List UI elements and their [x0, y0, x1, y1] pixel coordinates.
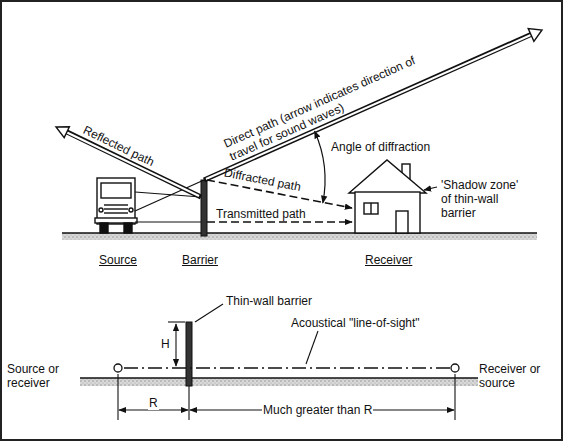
callout-label: Acoustical "line-of-sight"	[290, 316, 421, 330]
house-receiver	[370, 203, 371, 214]
point-label: Source or receiver	[6, 362, 80, 390]
house-receiver	[349, 160, 426, 193]
dimension-label: R	[148, 396, 159, 410]
source-rays	[135, 180, 204, 222]
truck-source	[100, 223, 108, 233]
ground	[62, 233, 537, 240]
truck-source	[129, 208, 133, 212]
truck-source	[97, 178, 135, 224]
direct-path-arrow	[204, 34, 532, 180]
part-name: Barrier	[181, 253, 219, 267]
leader-line	[195, 304, 318, 364]
truck-source	[101, 183, 131, 198]
ground	[62, 232, 537, 234]
ground	[62, 378, 550, 386]
callout-label: Thin-wall barrier	[225, 294, 313, 308]
zone-note: 'Shadow zone' of thin-wall barrier	[440, 178, 524, 220]
diffraction-angle-arc	[315, 131, 325, 203]
transmitted-path-line	[207, 221, 352, 223]
truck-source	[95, 178, 137, 233]
barrier	[201, 180, 207, 236]
truck-source	[95, 218, 137, 223]
house-receiver	[355, 192, 420, 233]
distance-dimension	[118, 374, 455, 420]
dimension-label: H	[160, 337, 171, 351]
part-name: Receiver	[364, 253, 413, 267]
height-dimension	[175, 324, 176, 366]
distance-dimension	[188, 386, 189, 420]
receiver-point	[451, 364, 459, 372]
reflected-path-arrow	[56, 127, 201, 197]
direct-path-arrow	[206, 34, 533, 179]
leader-line	[195, 304, 223, 322]
truck-source	[104, 212, 128, 213]
shadow-zone-leader	[424, 187, 437, 190]
direct-path-arrow	[528, 29, 542, 42]
ground	[62, 233, 537, 240]
source-rays	[135, 221, 201, 222]
truck-source	[104, 204, 128, 205]
source-point	[114, 364, 122, 372]
truck-source	[124, 223, 132, 233]
truck-source	[104, 208, 128, 209]
thin-wall-barrier	[186, 322, 192, 386]
house-receiver	[364, 203, 378, 214]
reflected-path-arrow	[56, 127, 69, 138]
path-label: Diffracted path	[222, 165, 303, 194]
point-label: Receiver or source	[478, 362, 556, 390]
distance-dimension	[117, 374, 118, 420]
ground	[62, 378, 550, 386]
ground	[62, 377, 550, 379]
distance-dimension	[454, 374, 455, 420]
angle-label: Angle of diffraction	[330, 140, 431, 154]
reflected-path-arrow	[66, 132, 199, 196]
truck-source	[99, 208, 103, 212]
direct-path-arrow	[204, 29, 542, 181]
reflected-path-arrow	[67, 132, 201, 197]
leader-line	[306, 331, 318, 364]
house-receiver	[349, 160, 426, 233]
line-of-sight	[124, 367, 450, 368]
part-name: Source	[98, 253, 138, 267]
height-dimension	[168, 321, 185, 322]
path-label: Transmitted path	[215, 207, 307, 221]
house-receiver	[396, 211, 408, 233]
dimension-label: Much greater than R	[262, 403, 373, 417]
transmitted-path-line	[207, 221, 352, 223]
